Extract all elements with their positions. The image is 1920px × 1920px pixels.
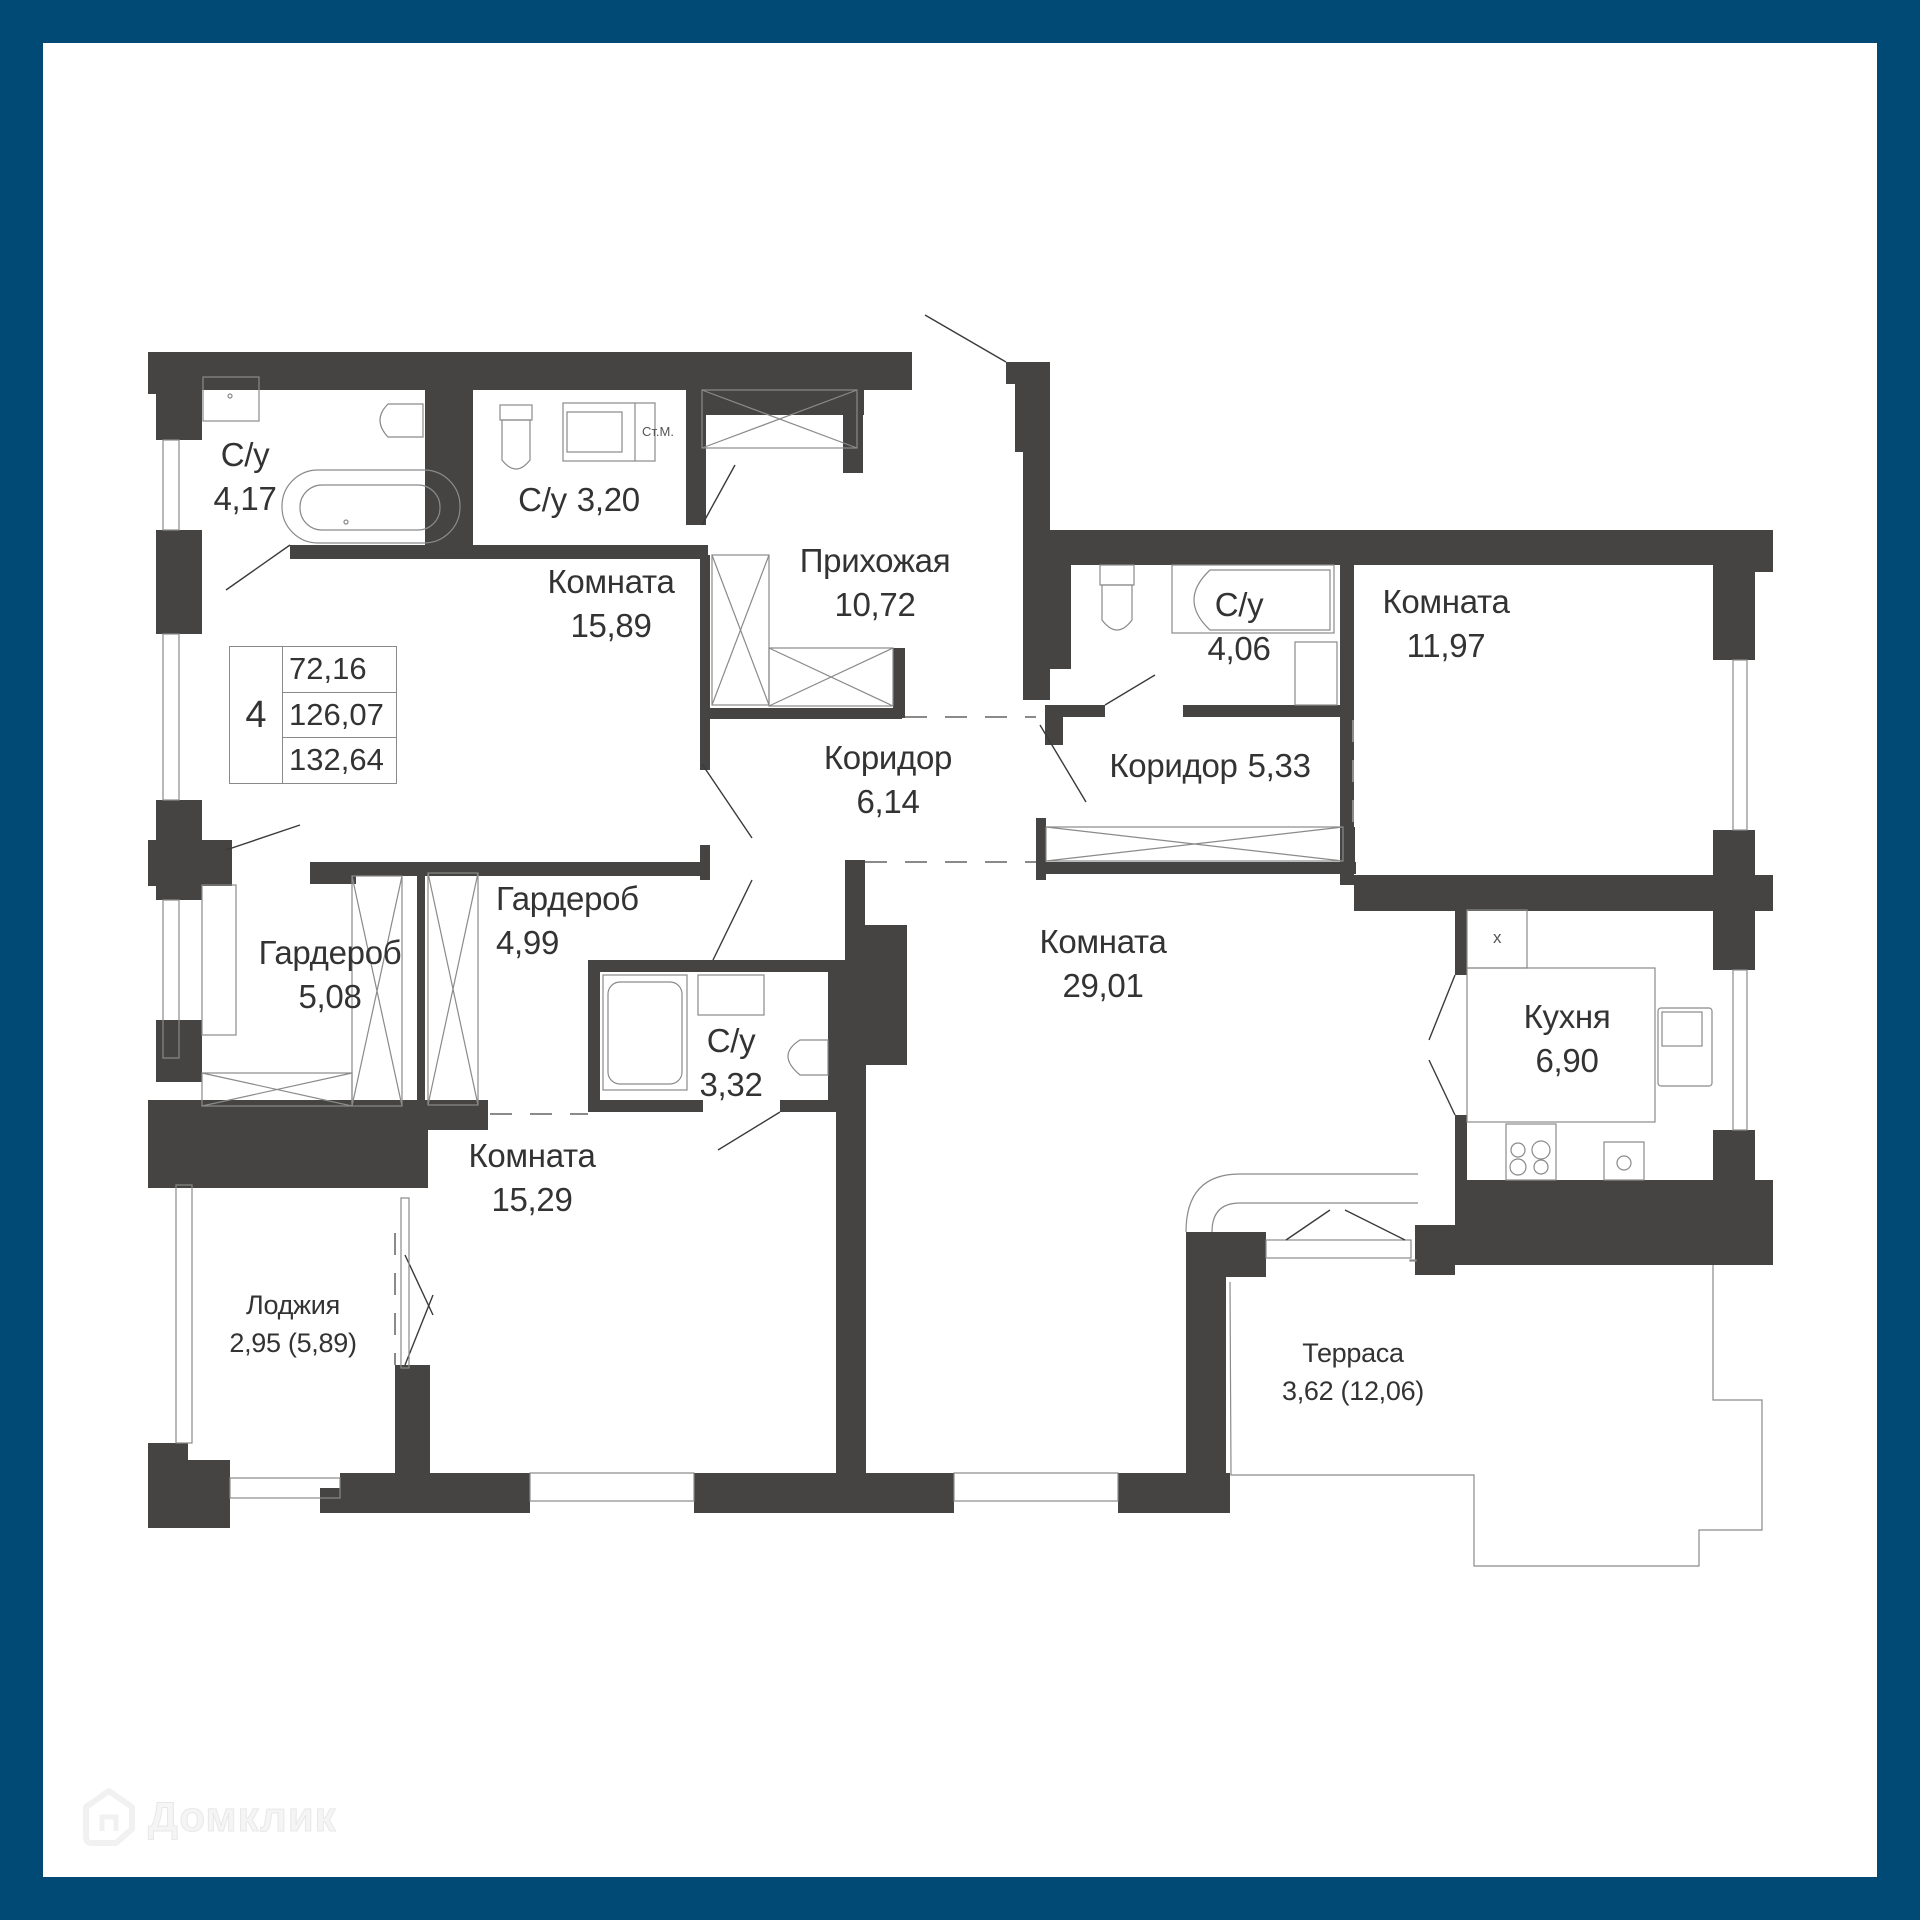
room-name: Комната [468,1137,596,1174]
watermark: Домклик [80,1785,337,1849]
windows [162,439,1748,1444]
room-area: 4,99 [496,924,560,961]
room-area: 6,14 [856,783,920,820]
room-name: С/у [518,481,567,518]
doors [225,314,1456,1369]
room-area: 3,20 [576,481,640,518]
room-label-terrace: Терраса 3,62 (12,06) [1282,1334,1424,1410]
room-area: 5,08 [298,978,362,1015]
room-label-loggia: Лоджия 2,95 (5,89) [229,1286,357,1362]
total-area-with-outdoor: 132,64 [289,742,384,778]
room-area: 3,32 [699,1066,763,1103]
room-label-bath-1: С/у 4,17 [213,433,276,521]
room-name: С/у [220,436,270,473]
room-label-bath-4: С/у 3,32 [699,1019,762,1107]
room-label-room-2: Комната 11,97 [1382,580,1509,668]
room-label-room-4: Комната 15,29 [468,1134,595,1222]
room-name: Комната [547,563,675,600]
room-area: 3,62 (12,06) [1282,1376,1424,1406]
room-name: Гардероб [258,934,402,971]
plan-canvas [43,43,1877,1877]
rooms-count: 4 [230,647,283,783]
room-name: Комната [1382,583,1510,620]
living-area: 72,16 [283,647,396,693]
room-area: 4,17 [213,480,277,517]
room-name: Коридор [1109,747,1238,784]
room-label-corridor-1: Коридор 6,14 [823,736,953,824]
room-area: 11,97 [1406,627,1486,664]
house-logo-icon [83,1788,135,1846]
room-area: 15,89 [570,607,652,644]
room-area: 6,90 [1535,1042,1599,1079]
room-name: С/у [706,1022,756,1059]
room-label-hallway: Прихожая 10,72 [800,539,951,627]
total-area: 126,07 [283,693,396,739]
room-label-room-1: Комната 15,89 [547,560,674,648]
room-area: 4,06 [1207,630,1271,667]
zone-separators [394,716,1354,1365]
watermark-text: Домклик [148,1793,337,1841]
room-name: С/у [1214,586,1264,623]
room-area: 29,01 [1062,967,1144,1004]
room-name: Кухня [1523,998,1611,1035]
room-label-room-3: Комната 29,01 [1039,920,1166,1008]
kitchen-mark: x [1493,928,1502,947]
walls [148,352,1773,1528]
room-name: Коридор [823,739,953,776]
fixtures [201,376,1763,1567]
room-area: 2,95 (5,89) [229,1328,357,1358]
room-name: Комната [1039,923,1167,960]
room-label-bath-3: С/у 4,06 [1207,583,1270,671]
room-label-kitchen: Кухня 6,90 [1524,995,1611,1083]
room-area: 5,33 [1247,747,1311,784]
washing-machine-label: Ст.М. [642,424,674,439]
room-name: Лоджия [246,1290,340,1320]
room-name: Гардероб [496,880,639,917]
room-area: 15,29 [491,1181,573,1218]
room-label-wardrobe-1: Гардероб 5,08 [259,931,402,1019]
apartment-summary: 4 72,16 126,07 132,64 [229,646,397,784]
room-name: Прихожая [799,542,951,579]
room-area: 10,72 [834,586,916,623]
room-label-wardrobe-2: Гардероб 4,99 [496,877,639,965]
room-name: Терраса [1302,1338,1404,1368]
